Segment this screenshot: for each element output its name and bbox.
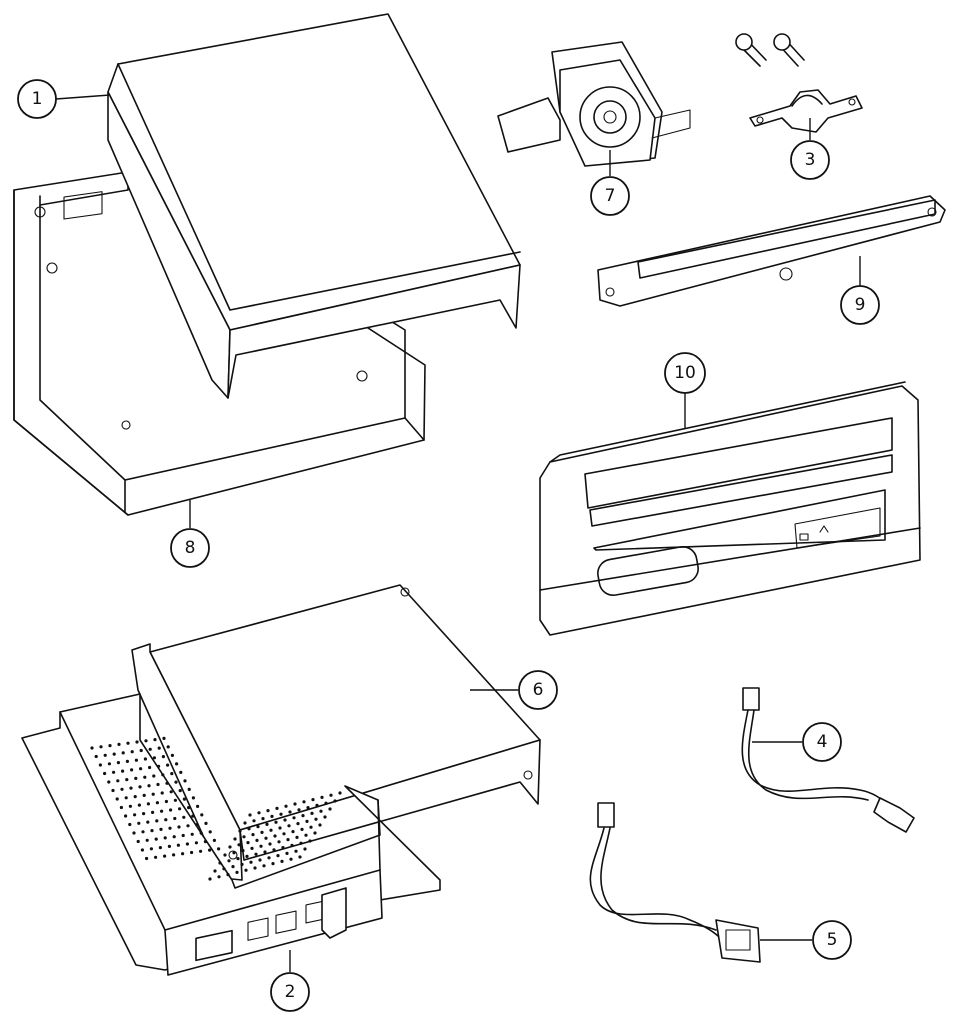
callout-7-label: 7: [605, 186, 616, 206]
callout-9: 9: [840, 256, 880, 325]
callout-1-label: 1: [32, 89, 43, 109]
callout-10: 10: [664, 352, 706, 428]
callout-4-label: 4: [817, 732, 828, 752]
callout-8: 8: [170, 500, 210, 568]
callout-3-label: 3: [805, 150, 816, 170]
callout-9-label: 9: [855, 295, 866, 315]
callout-5: 5: [760, 920, 852, 960]
part-6-power-supply-cover: [131, 584, 541, 881]
part-2-power-supply-base: [21, 693, 441, 976]
part-7-fan-assembly: [497, 41, 691, 167]
callout-4: 4: [752, 722, 842, 762]
part-1-top-cover: [107, 13, 521, 399]
part-4-led-cable: [741, 687, 915, 833]
callout-6: 6: [470, 670, 558, 710]
part-3-cable-clamp-and-screws: [735, 33, 863, 133]
part-9-rail-bracket: [597, 195, 946, 307]
callout-5-label: 5: [827, 930, 838, 950]
vent-holes: [90, 736, 342, 881]
callout-6-label: 6: [533, 680, 544, 700]
callout-7: 7: [590, 150, 630, 216]
callout-2: 2: [270, 950, 310, 1012]
callout-10-label: 10: [674, 363, 696, 383]
callout-1: 1: [17, 79, 111, 119]
callout-8-label: 8: [185, 538, 196, 558]
callout-3: 3: [790, 118, 830, 180]
part-5-switch-cable: [589, 802, 761, 963]
callout-2-label: 2: [285, 982, 296, 1002]
part-10-front-bezel: [539, 381, 921, 636]
